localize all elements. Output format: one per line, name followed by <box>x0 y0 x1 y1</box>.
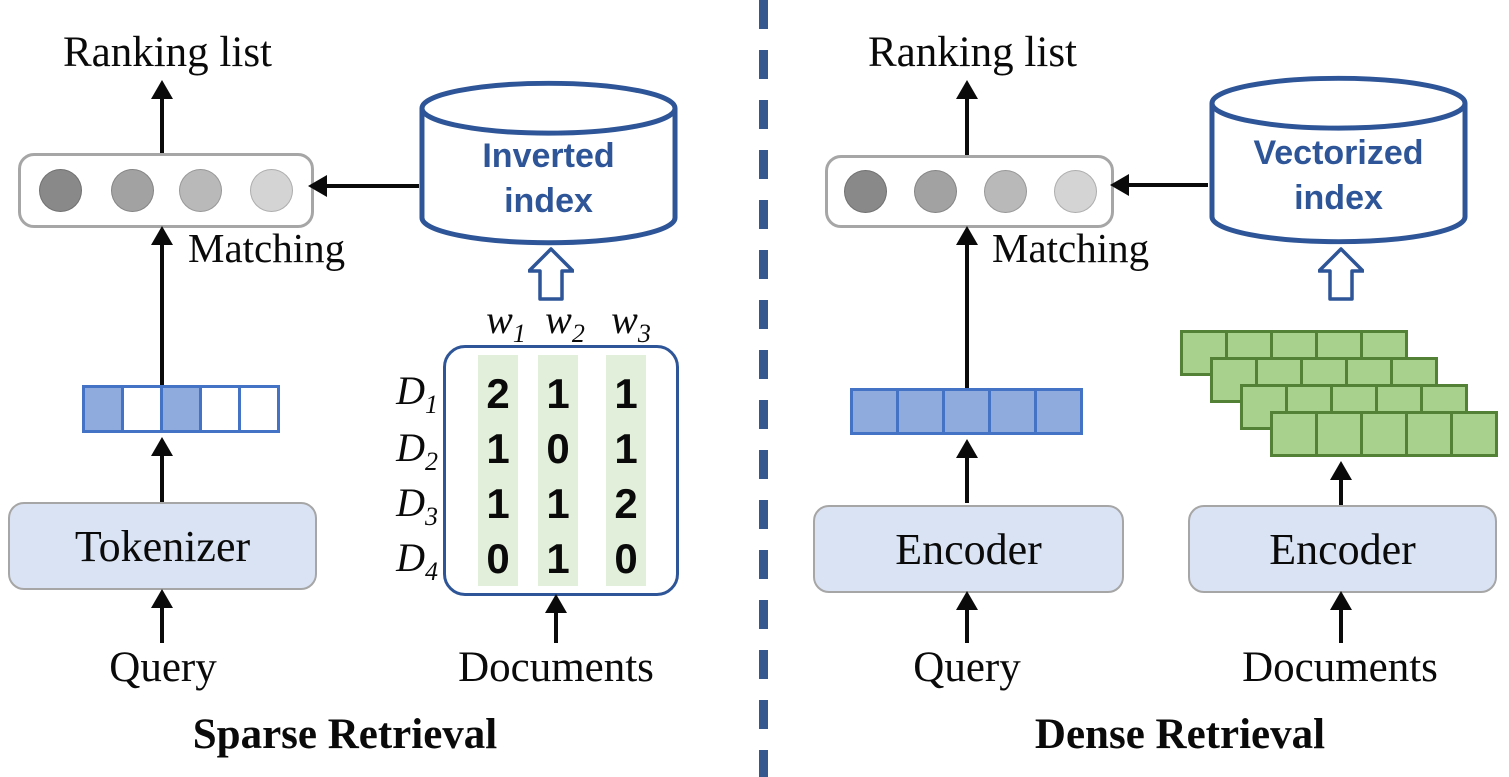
left-query-label: Query <box>109 644 217 691</box>
sparse-vector-cell-2 <box>121 385 163 433</box>
dense-vector-cell-1 <box>850 388 899 435</box>
matrix-row-label-d2: D2 <box>396 425 438 476</box>
database-cylinder-icon <box>1209 75 1468 245</box>
matrix-cell: 0 <box>546 425 570 472</box>
matrix-cell: 1 <box>546 535 570 582</box>
left-arrow-query-head <box>151 589 173 608</box>
matrix-cell: 0 <box>486 535 510 582</box>
score-dot-4 <box>1054 170 1097 213</box>
right-arrow-vec-to-matching-head <box>956 226 978 245</box>
term-document-matrix: 2 1 1 1 0 1 1 1 2 0 1 0 <box>443 345 679 596</box>
inverted-index-label: Inverted index <box>482 137 615 220</box>
right-db-arrow-head <box>1110 174 1129 196</box>
right-arrow-enc-to-vec-head <box>956 439 978 458</box>
left-matching-scores-box <box>18 153 314 228</box>
matrix-col-band-2 <box>538 355 578 586</box>
sparse-query-vector <box>82 385 280 433</box>
tokenizer-label: Tokenizer <box>74 521 251 571</box>
left-arrow-query-line <box>160 607 164 643</box>
vectorized-index-label: Vectorized index <box>1253 134 1424 217</box>
matrix-col-band-3 <box>606 355 646 586</box>
matrix-cell: 0 <box>614 535 638 582</box>
dense-query-vector <box>850 388 1083 435</box>
right-query-label: Query <box>913 644 1021 691</box>
sparse-vector-cell-1 <box>82 385 124 433</box>
right-arrow-vec-to-matching-line <box>965 244 969 388</box>
left-arrow-vec-to-matching-head <box>151 226 173 245</box>
left-db-arrow-line <box>325 184 419 188</box>
dense-vector-cell-4 <box>988 388 1037 435</box>
left-arrow-tok-to-vec-head <box>151 437 173 456</box>
matrix-col-header-w2: w2 <box>545 297 585 348</box>
matrix-cell: 1 <box>614 425 638 472</box>
right-arrow-enc-to-stack-head <box>1330 461 1352 480</box>
score-dot-4 <box>250 169 293 212</box>
left-documents-label: Documents <box>458 644 654 691</box>
score-dot-1 <box>39 169 82 212</box>
matrix-cell: 1 <box>614 370 638 417</box>
matrix-cell: 1 <box>546 480 570 527</box>
right-ranking-list-label: Ranking list <box>867 29 1078 76</box>
vectorized-index-db <box>1207 75 1470 252</box>
right-arrow-docs-head <box>1330 591 1352 610</box>
score-dot-3 <box>984 170 1027 213</box>
right-arrow-to-ranking-head <box>956 80 978 99</box>
inverted-index-db <box>417 80 680 253</box>
score-dot-1 <box>844 170 887 213</box>
matrix-row-label-d3: D3 <box>396 480 438 531</box>
matrix-col-header-w1: w1 <box>486 297 526 348</box>
right-documents-label: Documents <box>1242 644 1438 691</box>
matrix-cell: 1 <box>486 425 510 472</box>
matrix-col-band-1 <box>478 355 518 586</box>
matrix-cell: 2 <box>614 480 638 527</box>
dense-vector-cell-5 <box>1034 388 1083 435</box>
dense-vector-cell-3 <box>942 388 991 435</box>
left-ranking-list-label: Ranking list <box>62 29 273 76</box>
database-cylinder-icon <box>419 80 678 246</box>
left-arrow-vec-to-matching-line <box>160 244 164 385</box>
left-arrow-docs-line <box>554 612 558 643</box>
right-arrow-enc-to-vec-line <box>965 457 969 503</box>
dense-retrieval-title: Dense Retrieval <box>1034 711 1326 758</box>
score-dot-3 <box>179 169 222 212</box>
left-arrow-to-ranking-head <box>151 80 173 99</box>
right-db-arrow-line <box>1127 183 1208 187</box>
query-encoder-label: Encoder <box>895 524 1042 574</box>
matrix-cell: 2 <box>486 370 510 417</box>
sparse-vector-cell-3 <box>160 385 202 433</box>
dense-vector-cell-2 <box>896 388 945 435</box>
right-matching-scores-box <box>825 155 1114 228</box>
left-arrow-to-ranking-line <box>160 97 164 153</box>
docs-encoder-box: Encoder <box>1188 505 1497 593</box>
docs-encoder-label: Encoder <box>1269 524 1416 574</box>
right-matching-label: Matching <box>992 225 1150 271</box>
tokenizer-box: Tokenizer <box>8 502 317 590</box>
sparse-retrieval-title: Sparse Retrieval <box>192 711 498 758</box>
doc-vector-layer-4 <box>1270 411 1498 457</box>
matrix-row-label-d4: D4 <box>396 535 438 586</box>
left-arrow-tok-to-vec-line <box>160 455 164 502</box>
score-dot-2 <box>111 169 154 212</box>
matrix-cell: 1 <box>486 480 510 527</box>
left-db-arrow-head <box>308 175 327 197</box>
right-arrow-query-line <box>965 609 969 643</box>
matrix-cell: 1 <box>546 370 570 417</box>
sparse-vector-cell-4 <box>199 385 241 433</box>
score-dot-2 <box>914 170 957 213</box>
right-block-up-arrow-icon <box>1317 247 1365 306</box>
query-encoder-box: Encoder <box>813 505 1124 593</box>
left-arrow-docs-head <box>545 594 567 613</box>
sparse-vector-cell-5 <box>238 385 280 433</box>
panel-divider-dashed-line <box>759 0 768 777</box>
right-arrow-enc-to-stack-line <box>1339 479 1343 505</box>
left-block-up-arrow-icon <box>527 247 575 306</box>
right-arrow-docs-line <box>1339 609 1343 643</box>
matrix-col-header-w3: w3 <box>611 297 651 348</box>
left-matching-label: Matching <box>188 225 346 271</box>
right-arrow-query-head <box>956 591 978 610</box>
matrix-row-label-d1: D1 <box>396 368 438 419</box>
right-arrow-to-ranking-line <box>965 97 969 155</box>
